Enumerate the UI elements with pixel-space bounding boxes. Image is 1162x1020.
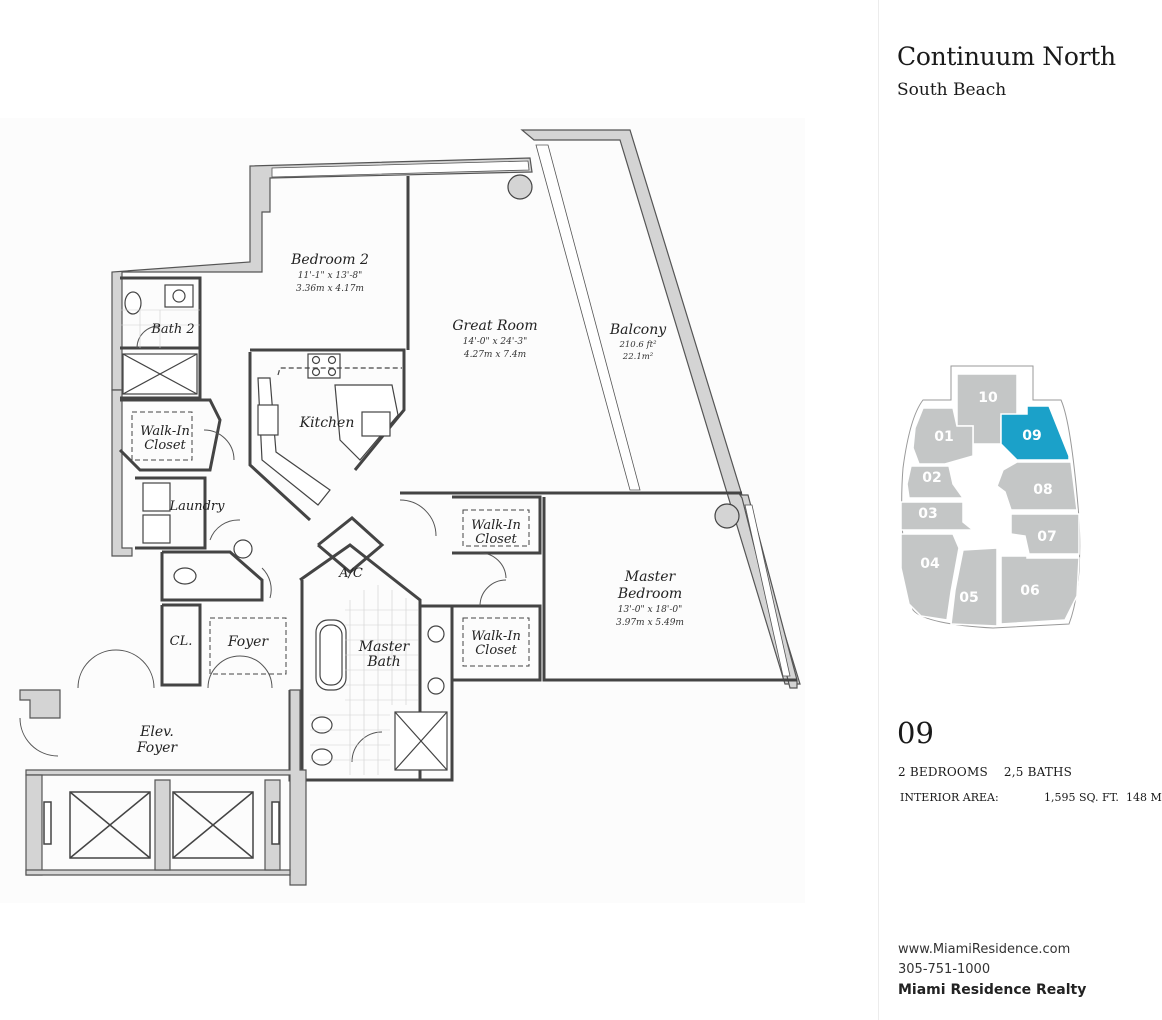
label-cl: CL.	[170, 634, 193, 649]
label-master-bath-a: Master	[358, 639, 411, 655]
label-great-room: Great Room	[452, 318, 537, 334]
label-walkin-closet-2a: Walk-In	[471, 518, 521, 533]
label-kitchen: Kitchen	[299, 415, 355, 431]
interior-area-m2: 148 M²	[1126, 791, 1162, 804]
label-walkin-closet-3b: Closet	[475, 643, 517, 658]
baths-count: 2,5 BATHS	[1003, 765, 1073, 779]
label-walkin-closet-2b: Closet	[475, 532, 517, 547]
keyplan-label-09: 09	[1022, 428, 1041, 444]
kitchen-fixtures	[257, 353, 402, 506]
info-sidebar: Continuum North South Beach 10 09 01 02 …	[879, 0, 1162, 1020]
keyplan-unit-03[interactable]	[900, 501, 976, 531]
interior-walls	[118, 176, 797, 885]
company-name: Miami Residence Realty	[898, 982, 1087, 998]
label-elev-foyer-a: Elev.	[139, 724, 174, 740]
phone-number[interactable]: 305-751-1000	[898, 962, 991, 977]
label-foyer: Foyer	[227, 634, 270, 650]
area-balcony-m: 22.1m²	[622, 352, 654, 362]
keyplan-label-08: 08	[1033, 482, 1052, 498]
keyplan-unit-01[interactable]	[912, 407, 974, 465]
dim-great-room-m: 4.27m x 7.4m	[463, 350, 526, 360]
label-elev-foyer-b: Foyer	[136, 740, 179, 756]
keyplan-label-06: 06	[1020, 583, 1039, 599]
keyplan-unit-02[interactable]	[906, 465, 965, 499]
dim-master-bedroom-ft: 13'-0" x 18'-0"	[618, 605, 682, 615]
closet-outlines	[131, 411, 530, 675]
door-swings	[19, 325, 507, 763]
website-link[interactable]: www.MiamiResidence.com	[898, 942, 1071, 957]
label-master-bath-b: Bath	[366, 654, 400, 670]
label-bedroom2: Bedroom 2	[290, 252, 369, 268]
dim-bedroom2-ft: 11'-1" x 13'-8"	[298, 271, 362, 281]
interior-area-label: INTERIOR AREA:	[900, 791, 999, 804]
keyplan-label-05: 05	[959, 590, 978, 606]
sidebar-divider	[878, 0, 879, 1020]
elevators	[43, 791, 280, 859]
keyplan-label-01: 01	[934, 429, 953, 445]
keyplan-label-03: 03	[918, 506, 937, 522]
keyplan-unit-09[interactable]	[1000, 405, 1070, 461]
key-plan: 10 09 01 02 08 03 07 04 05 06	[900, 365, 1081, 629]
room-labels: Bedroom 2 11'-1" x 13'-8" 3.36m x 4.17m …	[136, 252, 684, 756]
keyplan-label-04: 04	[920, 556, 940, 572]
unit-number: 09	[897, 716, 934, 750]
label-walkin-closet-1a: Walk-In	[140, 424, 190, 439]
keyplan-unit-07[interactable]	[1010, 513, 1080, 555]
keyplan-unit-05[interactable]	[950, 547, 998, 627]
floor-plan: Bedroom 2 11'-1" x 13'-8" 3.36m x 4.17m …	[19, 129, 801, 886]
keyplan-label-10: 10	[978, 390, 998, 406]
keyplan-unit-06[interactable]	[1000, 555, 1080, 625]
label-bath2: Bath 2	[150, 322, 194, 337]
building-name: Continuum North	[897, 42, 1116, 71]
building-location: South Beach	[897, 80, 1007, 100]
label-ac: A/C	[338, 566, 363, 581]
bath-fixtures	[122, 174, 740, 771]
keyplan-unit-08[interactable]	[996, 461, 1078, 511]
dim-master-bedroom-m: 3.97m x 5.49m	[616, 618, 684, 628]
label-master-bedroom-b: Bedroom	[617, 586, 682, 602]
tile-grid	[120, 309, 418, 775]
keyplan-label-02: 02	[922, 470, 941, 486]
label-walkin-closet-1b: Closet	[144, 438, 186, 453]
label-laundry: Laundry	[168, 499, 225, 514]
label-walkin-closet-3a: Walk-In	[471, 629, 521, 644]
keyplan-label-07: 07	[1037, 529, 1056, 545]
interior-area-sqft: 1,595 SQ. FT.	[1044, 791, 1119, 804]
dim-bedroom2-m: 3.36m x 4.17m	[296, 284, 364, 294]
windows	[271, 144, 791, 677]
bedrooms-count: 2 BEDROOMS	[898, 765, 988, 779]
unit-specs: 2 BEDROOMS 2,5 BATHS	[898, 765, 1088, 779]
label-master-bedroom-a: Master	[624, 569, 677, 585]
keyplan-unit-04[interactable]	[900, 533, 960, 621]
dim-great-room-ft: 14'-0" x 24'-3"	[463, 337, 527, 347]
area-balcony-ft: 210.6 ft²	[618, 340, 657, 350]
label-balcony: Balcony	[609, 322, 667, 338]
